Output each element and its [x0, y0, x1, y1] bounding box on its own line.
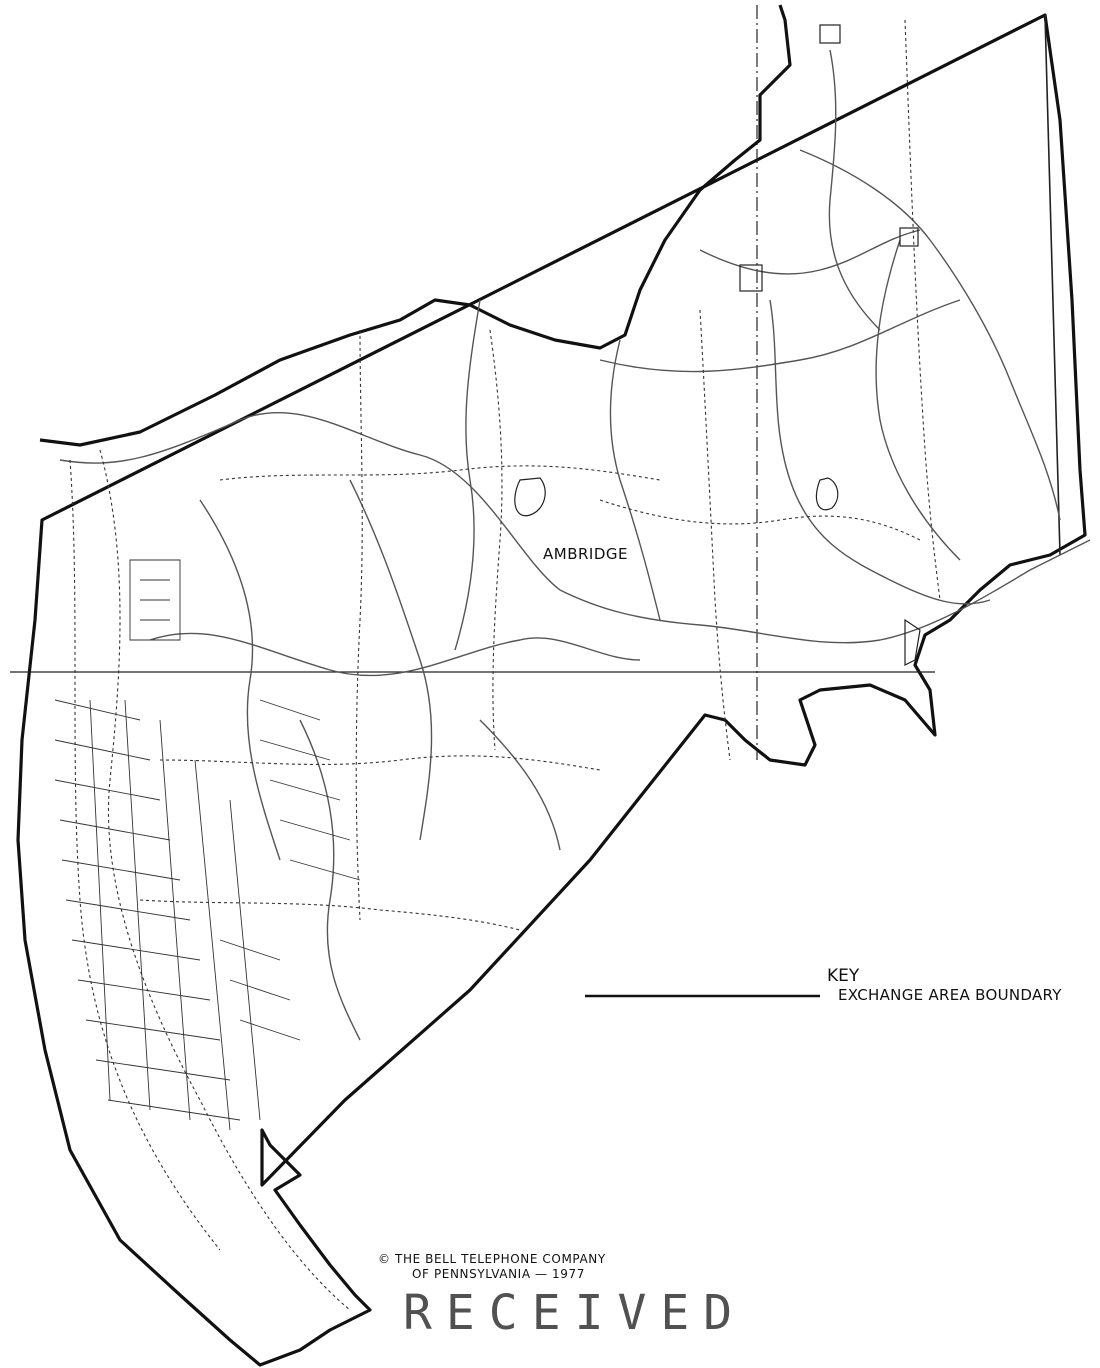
copyright-line-1: © THE BELL TELEPHONE COMPANY [378, 1252, 606, 1266]
roads [69, 19, 941, 1311]
copyright-line-2: OF PENNSYLVANIA — 1977 [412, 1267, 585, 1281]
key-title: KEY [827, 966, 860, 986]
map-features [514, 24, 921, 666]
received-stamp: RECEIVED [403, 1285, 747, 1341]
grid-lines [10, 5, 1061, 760]
place-label-ambridge: AMBRIDGE [543, 545, 628, 563]
waterways [59, 49, 1091, 1041]
key-entry-exchange-area-boundary: EXCHANGE AREA BOUNDARY [838, 986, 1062, 1004]
town-streets [54, 559, 361, 1131]
exchange-area-boundary [16, 4, 1087, 1367]
